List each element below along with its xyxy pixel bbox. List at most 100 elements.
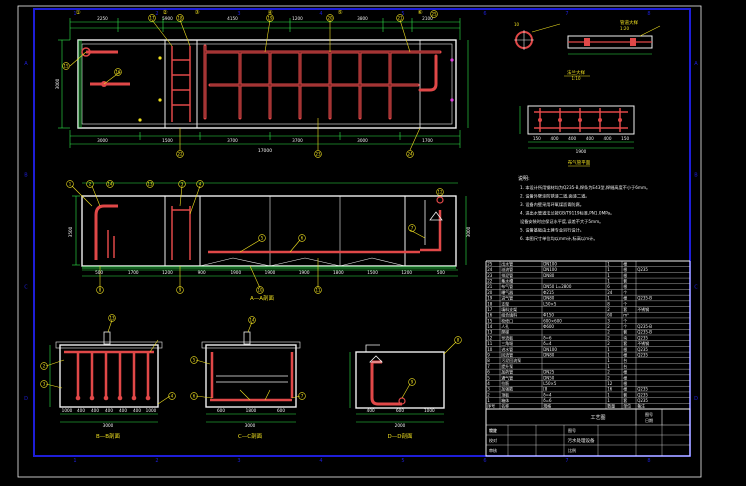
notes-line: 1. 本设计所用钢材均为Q235-B,焊条为E43型,焊缝高度不小于6mm。 — [520, 184, 650, 191]
table-cell: 3 — [487, 387, 490, 392]
table-cell: 1 — [607, 392, 610, 397]
dimension-text: 3000 — [466, 226, 471, 237]
dimension-text: 3700 — [292, 138, 303, 143]
table-cell: 导流板 — [501, 334, 513, 340]
table-cell: 24 — [487, 267, 493, 272]
table-cell: 1 — [607, 296, 610, 301]
table-cell: δ=6 — [543, 398, 552, 403]
callout-bubble — [408, 378, 416, 386]
table-cell: 根 — [623, 295, 627, 301]
inner-frame — [33, 8, 691, 457]
drawing-title: 工艺图 — [590, 415, 605, 421]
callout-bubble — [396, 14, 404, 22]
dimension-text: 400 — [105, 408, 113, 413]
dimension-text: 2100 — [422, 16, 433, 21]
table-cell: 17 — [487, 307, 493, 312]
table-cell: 箱体 — [501, 397, 509, 403]
table-cell: 进水管 — [501, 346, 513, 352]
dimension-text: 600 — [396, 408, 404, 413]
table-cell: 1 — [607, 279, 610, 284]
table-cell: 加强筋 — [501, 386, 513, 392]
table-cell: Q235 — [637, 353, 648, 358]
grid-column-mark: 4 — [319, 458, 322, 464]
table-cell: Φ150 — [543, 313, 554, 318]
table-cell: 1 — [487, 398, 490, 403]
table-cell: 检修口 — [501, 317, 513, 323]
grid-column-mark: 5 — [401, 458, 404, 464]
dimension-text: 1200 — [292, 16, 303, 21]
notes-heading: 说明: — [518, 175, 530, 182]
table-cell: 套 — [623, 340, 627, 346]
dimension-text: 1900 — [230, 270, 241, 275]
detail-title: 布气管平面 — [568, 159, 591, 166]
table-cell: [8 — [543, 387, 548, 392]
table-cell: 4 — [487, 381, 490, 386]
design-notes: 说明: 1. 本设计所用钢材均为Q235-B,焊条为E43型,焊缝高度不小于6mm… — [518, 175, 650, 242]
table-cell: 9 — [487, 353, 490, 358]
table-cell: L50×5 — [543, 301, 557, 306]
grid-row-mark: A — [694, 61, 698, 67]
callout-number: 3 — [181, 182, 184, 187]
table-cell: 22 — [487, 279, 493, 284]
callout-bubble — [248, 316, 256, 324]
callout-number: 15 — [63, 64, 69, 69]
table-cell: 600×600 — [543, 318, 562, 323]
callout-number: 25 — [431, 12, 437, 17]
callout-bubble — [168, 392, 176, 400]
callout-bubble — [408, 224, 416, 232]
section-c-view — [195, 321, 301, 423]
table-header: 备注 — [637, 403, 645, 409]
grid-column-mark: 5 — [401, 11, 404, 17]
table-cell: 21 — [487, 284, 493, 289]
table-cell: 根 — [623, 272, 627, 278]
dimension-text: 1000 — [424, 408, 435, 413]
table-cell: δ=4 — [543, 341, 552, 346]
axis-label: ⑥ — [418, 10, 423, 16]
table-cell: DN100 — [543, 347, 557, 352]
dimension-text: 5900 — [162, 16, 173, 21]
table-cell: 1 — [607, 398, 610, 403]
table-cell: 根 — [623, 266, 627, 272]
table-cell: 14 — [487, 324, 493, 329]
callout-number: 12 — [437, 190, 443, 195]
table-cell: 套 — [623, 278, 627, 284]
dimension-text: 1000 — [146, 408, 157, 413]
table-cell: 加药管 — [501, 369, 513, 375]
grid-row-mark: C — [24, 284, 28, 290]
notes-line: 设备安装时应保证水平度,误差不大于5mm。 — [520, 218, 603, 225]
grid-column-mark: 4 — [319, 11, 322, 17]
table-cell: 支架 — [501, 300, 509, 306]
table-cell: 块 — [623, 334, 627, 340]
callout-bubble — [40, 362, 48, 370]
dimension-text: 400 — [91, 408, 99, 413]
dimension-text: 400 — [568, 136, 576, 141]
table-cell: 2 — [607, 330, 610, 335]
dimension-text: 1800 — [333, 270, 344, 275]
dimension-text: 150 — [533, 136, 541, 141]
table-cell: 曝气器 — [501, 289, 513, 295]
callout-bubble — [40, 380, 48, 388]
table-cell: 7 — [487, 364, 490, 369]
callout-bubble — [196, 180, 204, 188]
dimension-text: 1800 — [246, 408, 257, 413]
dimension-text: 400 — [367, 408, 375, 413]
callout-number: 17 — [149, 16, 155, 21]
callout-bubble — [66, 180, 74, 188]
callout-bubble — [96, 286, 104, 294]
title-block: 工艺图图号日期污水处理设备设计校对审核审定图号比例 — [485, 408, 691, 457]
table-cell: DN50 L=2800 — [543, 284, 572, 289]
grid-row-mark: D — [694, 396, 698, 402]
table-cell: 11 — [487, 341, 493, 346]
dimension-text: 400 — [604, 136, 612, 141]
dimension-text: 400 — [119, 408, 127, 413]
grid-column-mark: 3 — [237, 11, 240, 17]
table-cell: Q235 — [637, 347, 648, 352]
table-cell: 个 — [623, 324, 627, 329]
callout-bubble — [190, 356, 198, 364]
table-cell: Q235 — [637, 267, 648, 272]
table-cell: Φ215 — [543, 290, 554, 295]
title-block-label: 日期 — [645, 417, 653, 423]
table-cell: 通气管 — [501, 374, 513, 380]
